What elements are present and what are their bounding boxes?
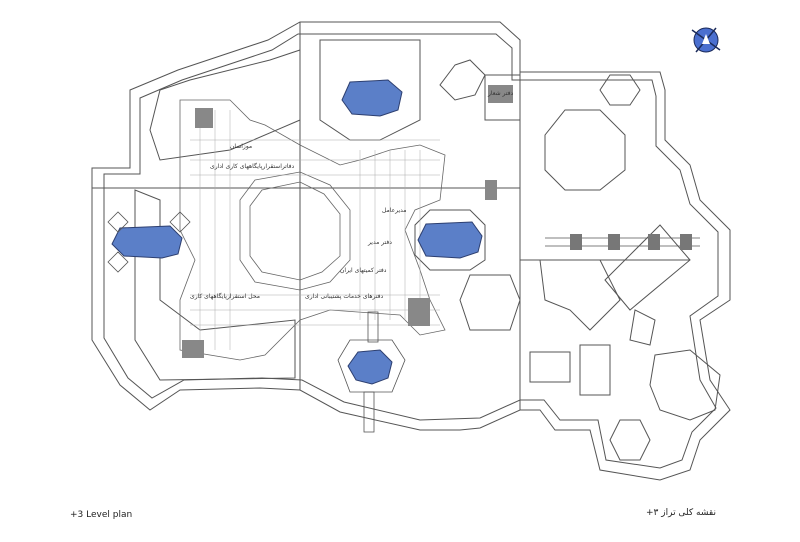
label-room-a: موزاسان — [230, 143, 252, 150]
center-east-octagon — [414, 209, 486, 271]
atrium — [239, 171, 351, 291]
stair-n — [488, 85, 513, 103]
label-room-b: دفاتراستقرارپایگاههای کاری اداری — [210, 162, 295, 170]
east-octagon-small — [439, 59, 486, 101]
se-flower — [649, 349, 721, 421]
ne-building — [484, 74, 521, 121]
south-east-octagon — [459, 274, 521, 331]
pool-west — [111, 225, 183, 259]
label-room-f: مدیرعامل — [382, 207, 407, 214]
outer-boundary-west-inner — [103, 33, 719, 469]
west-ring — [149, 49, 301, 161]
label-room-d: دفترهای خدمات پشتیبانی اداری — [305, 293, 384, 300]
atrium-inner — [249, 181, 341, 281]
plan-caption-english: +3 Level plan — [70, 510, 133, 520]
east-arm — [539, 259, 621, 331]
se-block — [529, 351, 571, 383]
se-tower — [609, 419, 651, 461]
stair-ne — [485, 180, 497, 200]
label-room-e: دفتر کمیتهای ایران — [340, 267, 387, 274]
label-room-c: محل استقرارپایگاههای کاری — [190, 292, 260, 300]
label-room-h: دفتر شعار — [487, 90, 514, 97]
stair-se — [408, 298, 430, 326]
plan-caption-persian: نقشه کلی تراز ۳+ — [646, 508, 716, 518]
pool-north — [341, 79, 403, 117]
stair-sw — [182, 340, 204, 358]
central-building — [179, 99, 446, 361]
ne-pavilion — [599, 74, 641, 106]
pool-east — [417, 221, 483, 259]
pool-south — [347, 349, 393, 385]
east-arm-diag — [604, 224, 691, 311]
diamond-small — [629, 309, 656, 346]
north-bridge — [367, 311, 379, 343]
outer-boundary-west — [91, 21, 731, 481]
south-bridge — [363, 391, 375, 433]
east-octagon-large — [544, 109, 626, 191]
se-block-2 — [579, 344, 611, 396]
label-room-g: دفتر مدیر — [367, 239, 392, 246]
north-arrow-icon — [691, 27, 721, 53]
stair-nw — [195, 108, 213, 128]
